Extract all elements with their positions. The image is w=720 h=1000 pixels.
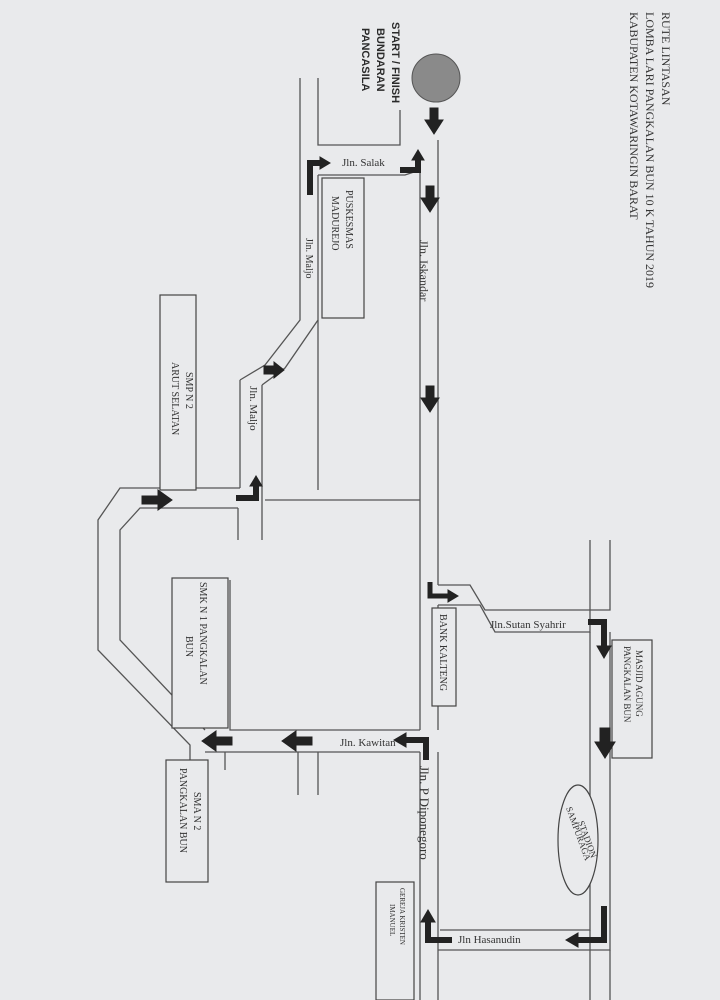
header-subtitle: LOMBA LARI PANGKALAN BUN 10 K TAHUN 2019 — [643, 12, 657, 288]
street-salak-label: Jln. Salak — [342, 157, 385, 169]
smp-label-line1: SMP N 2 — [183, 372, 194, 409]
smp-box — [159, 294, 197, 491]
sma-label-line2: PANGKALAN BUN — [177, 768, 188, 853]
route-arrows — [141, 107, 616, 948]
street-diponegoro-label: Jln. P Diponegoro — [417, 766, 432, 860]
arrow-turn-icon — [427, 582, 459, 603]
puskesmas-label-line2: MADUREJO — [329, 196, 340, 250]
street-kawitan-label: Jln. Kawitan — [340, 737, 396, 749]
masjid-label-line1: MASJID AGUNG — [634, 650, 644, 717]
start-label-line2: BUNDARAN — [374, 28, 386, 92]
smk-label-line1: SMK N 1 PANGKALAN — [197, 582, 208, 685]
gereja-box — [375, 881, 415, 1000]
arrow-down-icon — [420, 185, 440, 213]
street-hasanudin-label: Jln Hasanudin — [458, 934, 521, 946]
bank-box — [431, 607, 457, 707]
gereja-label-line2: IMANUEL — [388, 904, 396, 936]
smk-label-line2: BUN — [183, 636, 194, 657]
street-maljo-upper-label: Jln. Maljo — [303, 238, 314, 279]
start-finish-marker — [411, 53, 461, 103]
arrow-turn-icon — [307, 156, 331, 195]
gereja-label-line1: GEREJA KRISTEN — [398, 888, 406, 945]
landmark-labels: PUSKESMAS MADUREJO SMP N 2 ARUT SELATAN … — [169, 190, 644, 945]
smp-label-line2: ARUT SELATAN — [169, 362, 180, 435]
puskesmas-box — [321, 177, 365, 319]
header-region: KABUPATEN KOTAWARINGIN BARAT — [627, 12, 641, 220]
arrow-turn-icon — [393, 732, 429, 760]
arrow-left-icon — [201, 730, 233, 752]
arrow-left-icon — [281, 730, 313, 752]
arrow-turn-icon — [588, 619, 612, 659]
landmark-boxes — [159, 177, 653, 1000]
arrow-turn-icon — [236, 475, 263, 501]
arrow-right-icon — [141, 489, 173, 511]
arrow-turn-icon — [400, 149, 425, 173]
smk-box — [171, 577, 229, 729]
header: RUTE LINTASAN LOMBA LARI PANGKALAN BUN 1… — [627, 12, 673, 288]
arrow-up-icon — [263, 360, 285, 380]
arrow-down-icon — [420, 385, 440, 413]
street-labels: Jln. Salak Jln. Iskandar Jln. Maljo Jln.… — [247, 157, 566, 946]
sma-box — [165, 759, 209, 883]
start-label-line3: PANCASILA — [359, 28, 371, 91]
header-title: RUTE LINTASAN — [659, 12, 673, 106]
masjid-box — [611, 639, 653, 759]
start-label-line1: START / FINISH — [389, 22, 401, 103]
street-iskandar-label: Jln. Iskandar — [417, 240, 431, 301]
stadion-oval — [557, 784, 599, 896]
sma-label-line1: SMA N 2 — [191, 792, 202, 830]
street-maljo-lower-label: Jln. Maljo — [247, 386, 259, 431]
puskesmas-label-line1: PUSKESMAS — [343, 190, 354, 249]
street-sutan-label: Jln.Sutan Syahrir — [490, 619, 566, 631]
masjid-label-line2: PANGKALAN BUN — [622, 646, 632, 723]
arrow-down-icon — [424, 107, 444, 135]
arrow-down-icon — [594, 727, 616, 759]
bank-label: BANK KALTENG — [437, 614, 448, 691]
arrow-turn-icon — [565, 906, 607, 948]
start-finish-label: START / FINISH BUNDARAN PANCASILA — [359, 22, 401, 103]
arrow-turn-icon — [420, 909, 452, 943]
